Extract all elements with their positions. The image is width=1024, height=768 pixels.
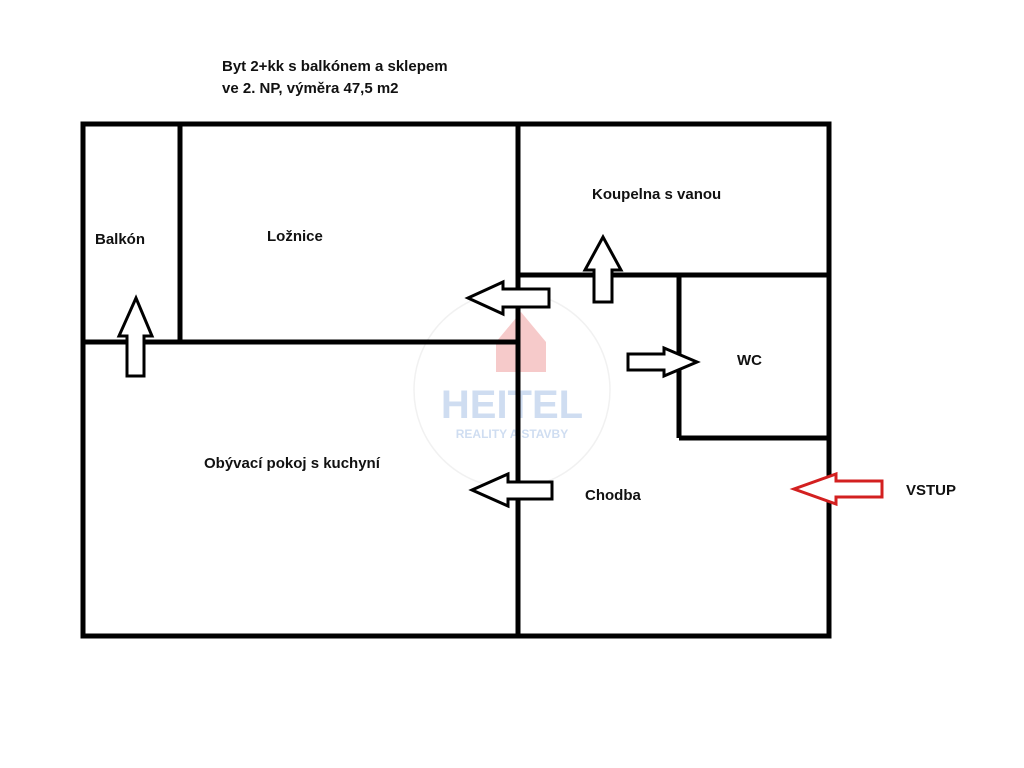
arrow-left-bedroom (464, 279, 551, 317)
plan-title-line2: ve 2. NP, výměra 47,5 m2 (222, 80, 399, 97)
walls (80, 121, 832, 639)
plan-title: Byt 2+kk s balkónem a sklepem ve 2. NP, … (222, 56, 448, 100)
room-label-balkon: Balkón (95, 231, 145, 248)
plan-title-line1: Byt 2+kk s balkónem a sklepem (222, 58, 448, 75)
arrows (116, 233, 701, 509)
entrance-arrow (789, 471, 884, 507)
room-label-koupelna: Koupelna s vanou (592, 186, 721, 203)
watermark-brand: HEITEL (441, 383, 583, 427)
heitel-watermark: HEITEL REALITY A STAVBY (413, 291, 611, 489)
room-label-loznice: Ložnice (267, 228, 323, 245)
entrance-label: VSTUP (906, 482, 956, 499)
room-label-obyvaci: Obývací pokoj s kuchyní (204, 455, 381, 472)
room-label-wc: WC (737, 352, 762, 369)
watermark-house (496, 342, 546, 372)
arrow-left-living (468, 471, 554, 509)
arrow-right-wc (626, 345, 701, 379)
arrow-up-bathroom (582, 233, 624, 304)
watermark-tagline: REALITY A STAVBY (456, 427, 568, 441)
arrow-up-balcony (116, 294, 155, 378)
outer-wall (80, 121, 832, 639)
watermark-roof (496, 312, 546, 342)
room-label-chodba: Chodba (585, 487, 641, 504)
